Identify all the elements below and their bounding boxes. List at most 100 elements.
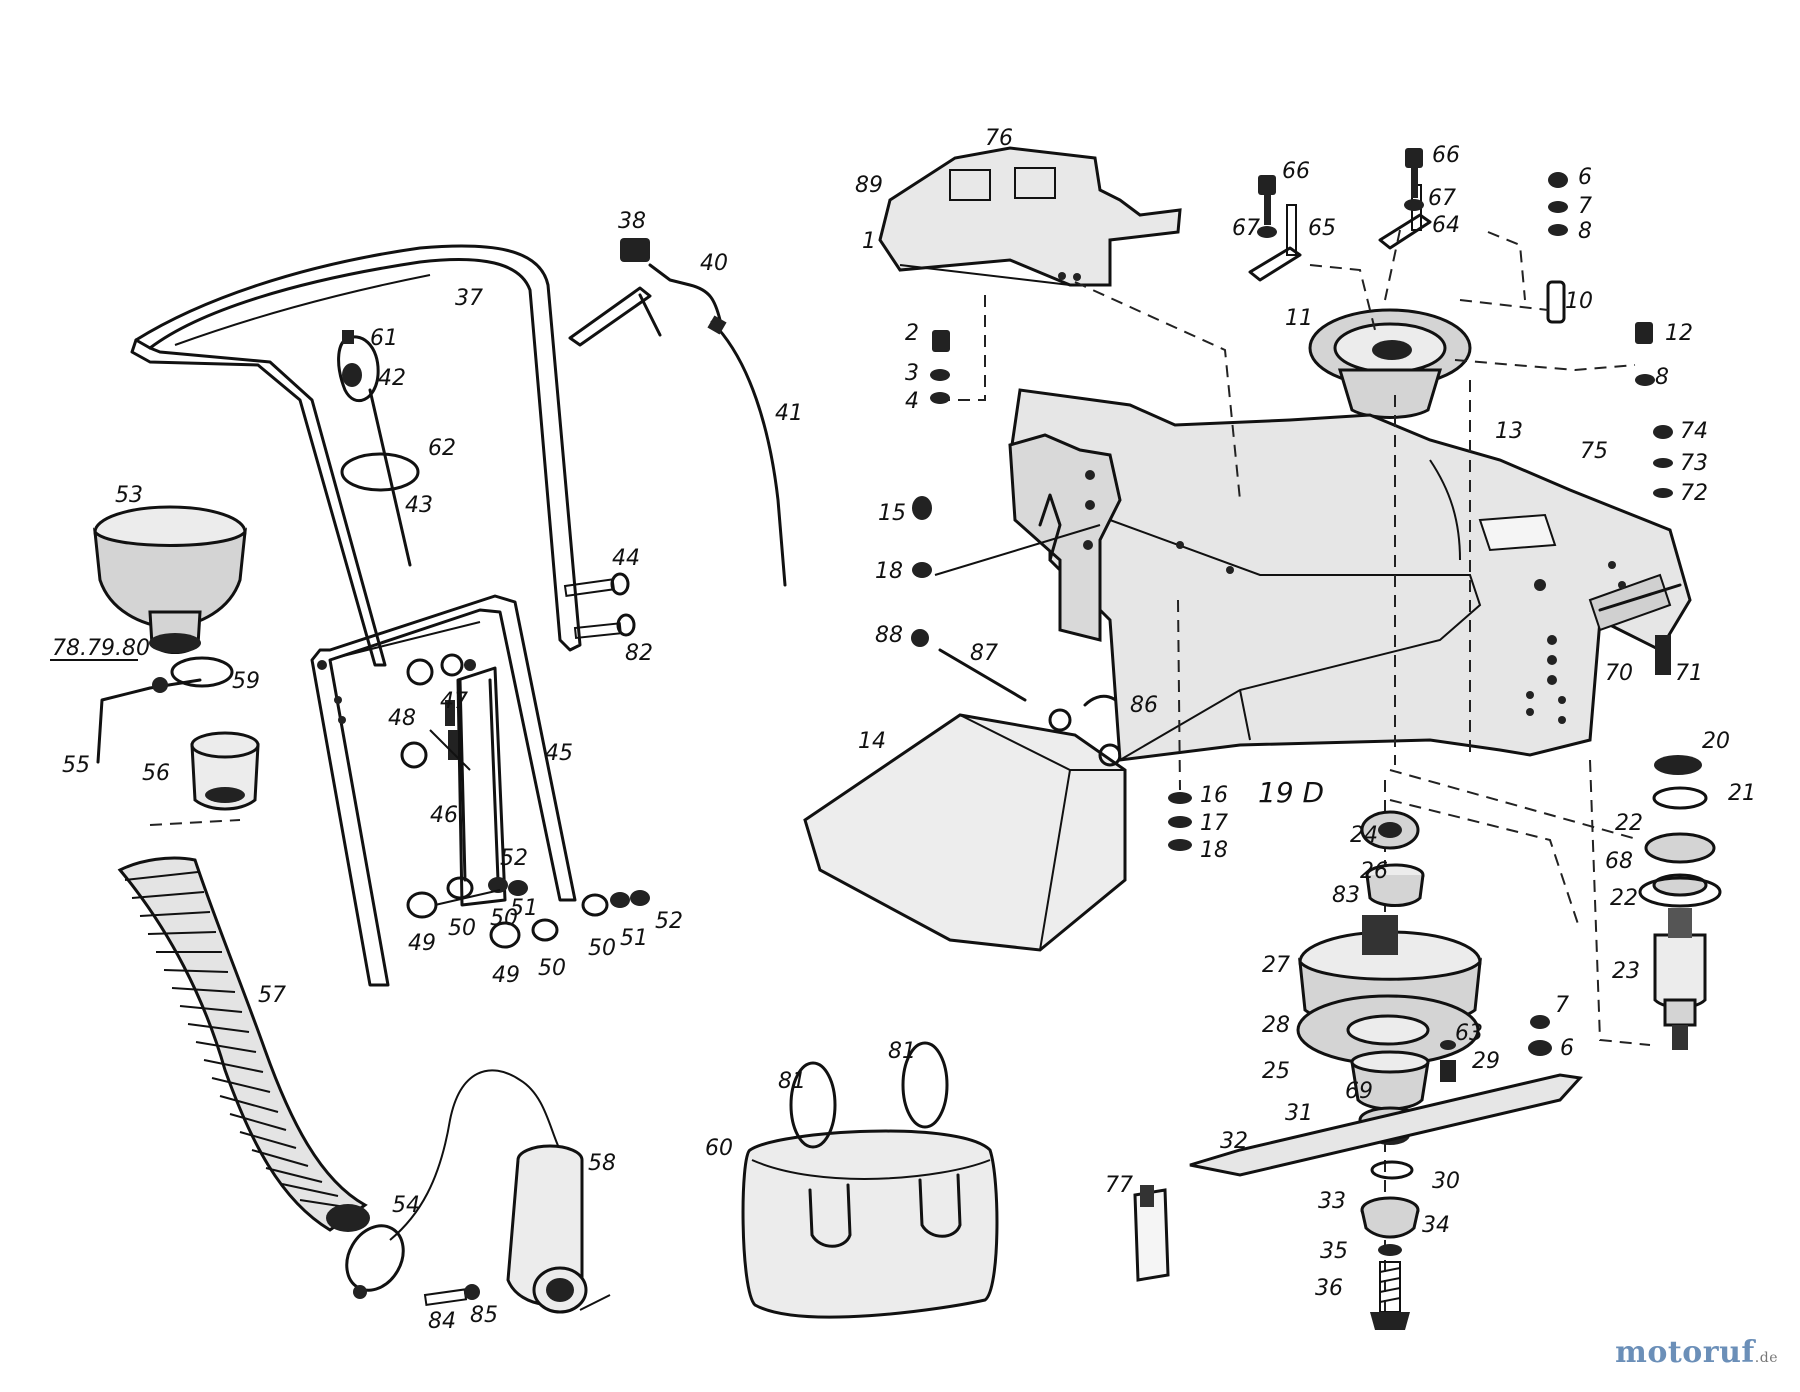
label-33: 33	[1318, 1189, 1346, 1214]
bolt-15-18	[912, 496, 1101, 578]
label-82: 82	[625, 641, 653, 666]
label-40: 40	[700, 251, 728, 276]
label-15: 15	[878, 501, 906, 526]
label-43: 43	[405, 493, 433, 518]
label-48: 48	[388, 706, 416, 731]
fasteners-72-74	[1653, 425, 1673, 498]
label-84: 84	[428, 1309, 456, 1334]
label-22: 22	[1615, 811, 1643, 836]
label-22b: 22	[1610, 886, 1638, 911]
label-56: 56	[142, 761, 170, 786]
lever-plate-42	[337, 330, 380, 403]
cover-plate-89	[878, 146, 1182, 287]
strap-81a	[789, 1061, 837, 1149]
label-68: 68	[1605, 849, 1633, 874]
wheel-fittings-49-52	[406, 876, 650, 949]
strap-81b	[901, 1041, 949, 1129]
label-57: 57	[258, 983, 286, 1008]
screw-84-85	[423, 1284, 480, 1307]
label-89: 89	[855, 173, 883, 198]
hose-57	[117, 856, 370, 1232]
label-49b: 49	[492, 963, 520, 988]
label-87: 87	[970, 641, 998, 666]
bracket-64-65	[1248, 184, 1432, 282]
label-14: 14	[858, 729, 886, 754]
bolts-66-67	[1257, 148, 1424, 238]
cable-41	[710, 320, 787, 587]
axle-70-71	[1598, 583, 1682, 675]
filter-56	[190, 731, 260, 811]
label-52b: 52	[655, 909, 683, 934]
label-69: 69	[1345, 1079, 1373, 1104]
label-67b: 67	[1428, 186, 1456, 211]
label-51: 51	[510, 896, 538, 921]
label-81b: 81	[888, 1039, 916, 1064]
blade-32	[1189, 1073, 1583, 1177]
label-18b: 18	[1200, 838, 1228, 863]
label-67: 67	[1232, 216, 1260, 241]
label-35: 35	[1320, 1239, 1348, 1264]
label-50: 50	[448, 916, 476, 941]
label-30: 30	[1432, 1169, 1460, 1194]
label-46: 46	[430, 803, 458, 828]
clamp-54	[345, 1224, 405, 1299]
label-18: 18	[875, 559, 903, 584]
label-88: 88	[875, 623, 903, 648]
washers-30-35	[1360, 1160, 1420, 1256]
fasteners-6-7-lower	[1528, 1015, 1552, 1056]
label-42: 42	[378, 366, 406, 391]
label-66: 66	[1282, 159, 1310, 184]
label-58: 58	[588, 1151, 616, 1176]
label-38: 38	[618, 209, 646, 234]
cap-53	[93, 505, 247, 654]
label-59: 59	[232, 669, 260, 694]
bushing-26	[1365, 863, 1425, 907]
label-55: 55	[62, 753, 90, 778]
label-50d: 50	[588, 936, 616, 961]
label-32: 32	[1220, 1129, 1248, 1154]
label-4: 4	[905, 389, 919, 414]
tool-bag-60	[741, 1129, 999, 1319]
axle-23	[1653, 908, 1707, 1050]
label-16: 16	[1200, 783, 1228, 808]
label-72: 72	[1680, 481, 1708, 506]
linkage-46	[400, 653, 507, 907]
label-45: 45	[545, 741, 573, 766]
bolts-44-82	[563, 572, 636, 640]
brake-lever-38	[568, 238, 722, 347]
label-26: 26	[1360, 859, 1388, 884]
bearing-24	[1360, 810, 1420, 850]
bracket-55	[96, 656, 234, 764]
label-66b: 66	[1432, 143, 1460, 168]
label-70: 70	[1605, 661, 1633, 686]
connector-58	[506, 1144, 611, 1314]
label-78-79-80: 78.79.80	[52, 636, 150, 661]
label-23: 23	[1612, 959, 1640, 984]
label-7b: 7	[1555, 993, 1569, 1018]
label-21: 21	[1728, 781, 1756, 806]
label-12: 12	[1665, 321, 1693, 346]
washers-16-18	[1168, 792, 1192, 851]
upper-handle-37	[130, 244, 582, 667]
watermark-brand: motoruf	[1615, 1335, 1755, 1370]
label-31: 31	[1285, 1101, 1313, 1126]
label-36: 36	[1315, 1276, 1343, 1301]
label-8: 8	[1578, 219, 1592, 244]
label-7: 7	[1578, 194, 1592, 219]
label-76: 76	[985, 126, 1013, 151]
hub-25-69	[1350, 1050, 1430, 1111]
thin-line-54-58	[389, 1069, 561, 1241]
label-19d: 19 D	[1258, 776, 1324, 809]
label-81: 81	[778, 1069, 806, 1094]
label-54: 54	[392, 1193, 420, 1218]
label-64: 64	[1432, 213, 1460, 238]
label-8b: 8	[1655, 365, 1669, 390]
label-49: 49	[408, 931, 436, 956]
label-3: 3	[905, 361, 919, 386]
label-74: 74	[1680, 419, 1708, 444]
label-13: 13	[1495, 419, 1523, 444]
label-47: 47	[440, 689, 468, 714]
label-27: 27	[1262, 953, 1290, 978]
bolts-6-8	[1546, 172, 1655, 386]
